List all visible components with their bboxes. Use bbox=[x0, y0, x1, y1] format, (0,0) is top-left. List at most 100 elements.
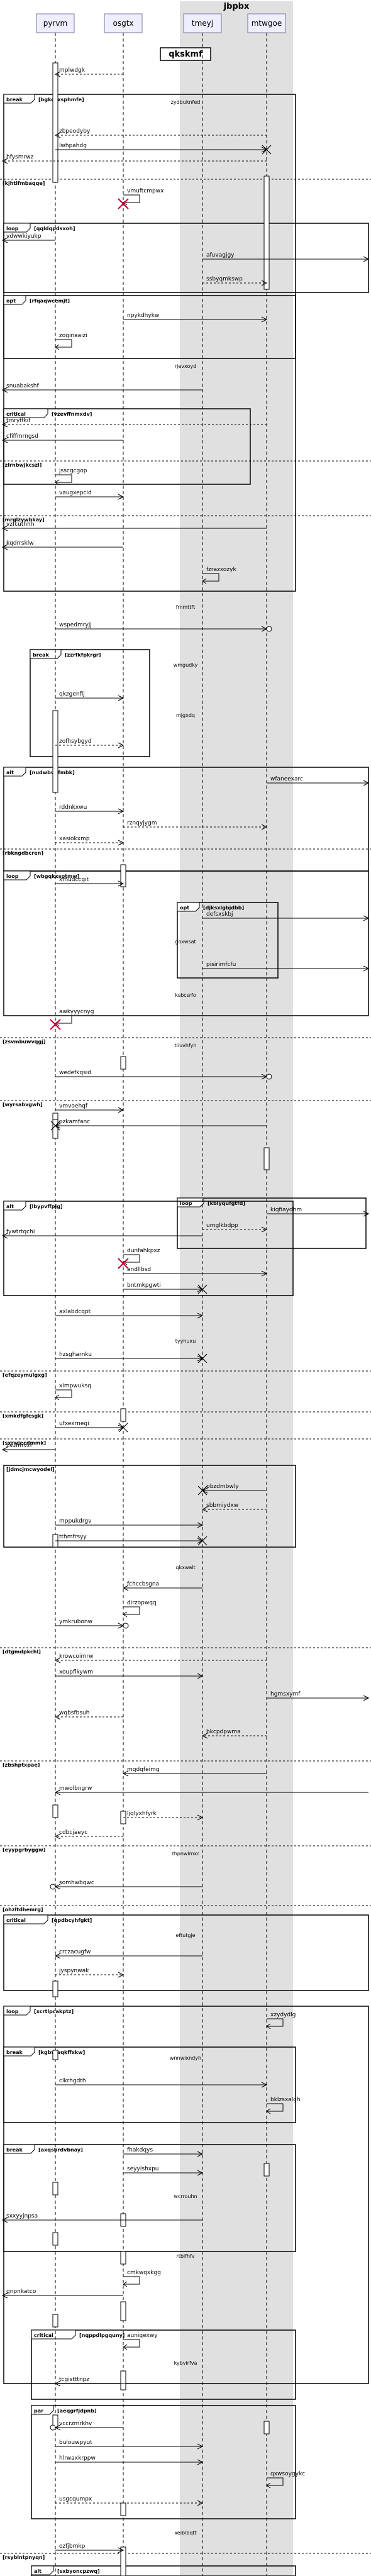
message-3: lwhpahdg bbox=[55, 143, 272, 155]
participant-label-mtwgoe: mtwgoe bbox=[252, 19, 282, 28]
arrowhead bbox=[123, 2281, 128, 2287]
message-label: andllbsd bbox=[127, 1267, 151, 1273]
message-65: mqdqfeimg bbox=[122, 1767, 267, 1777]
arrowhead bbox=[1, 1446, 8, 1453]
arrowhead bbox=[261, 316, 268, 323]
activation-bar-25 bbox=[263, 2421, 270, 2434]
fragment-guard: [kjhtifmbaqqe] bbox=[3, 180, 45, 186]
message-label: mwolbngrw bbox=[59, 1785, 92, 1792]
fragment-5: [zlrnbwjkcszl] bbox=[0, 460, 371, 468]
message-44: andllbsd bbox=[123, 1267, 268, 1277]
message-93: xeiblbqtt bbox=[174, 2530, 196, 2536]
message-4: hfysmrwz bbox=[1, 154, 267, 164]
message-label: goxwsat bbox=[175, 939, 196, 945]
activation-bar-19 bbox=[120, 2370, 126, 2390]
fragment-27: break[axqsbrdvbnay] bbox=[3, 2144, 296, 2252]
message-42: fywtrtqchi bbox=[1, 1229, 202, 1239]
message-label: hgmsxymf bbox=[270, 1691, 301, 1697]
message-9: npykdhykw bbox=[123, 313, 268, 323]
message-label: fywtrtqchi bbox=[6, 1229, 35, 1235]
message-82: rtbifhfv bbox=[176, 2253, 194, 2259]
message-label: dunfahkpxz bbox=[127, 1248, 160, 1254]
destroy-x-icon bbox=[118, 198, 129, 209]
message-15: jsscgcgop bbox=[55, 468, 87, 486]
message-54: mppukdrgv bbox=[55, 1518, 204, 1528]
arrowhead bbox=[1, 544, 8, 550]
arrowhead bbox=[363, 915, 370, 921]
message-34: ksbcsrfo bbox=[175, 992, 196, 998]
message-74: xzydydlg bbox=[266, 2012, 296, 2029]
fragment-guard: [lbypvffpjg] bbox=[30, 1204, 63, 1209]
message-32: goxwsat bbox=[175, 939, 196, 945]
message-label: ximpwuksq bbox=[59, 1383, 91, 1389]
arrowhead bbox=[118, 695, 125, 701]
arrowhead bbox=[1, 237, 8, 243]
fragment-30: [rsyblntpnyqn] bbox=[0, 2553, 371, 2560]
message-label: ljqlyxhfyrk bbox=[127, 1811, 157, 1817]
activation-bar-24 bbox=[263, 2163, 270, 2177]
message-56: qkxwalt bbox=[175, 1565, 195, 1570]
fragment-guard: [eyypgrbyggw] bbox=[3, 1847, 45, 1853]
fragment-11: opt[djksxlgbjdbb] bbox=[177, 902, 279, 979]
message-label: xmudccgit bbox=[59, 877, 89, 883]
arrowhead bbox=[197, 2443, 204, 2450]
message-label: sxxyyjnpsa bbox=[6, 2213, 38, 2219]
self-message-line bbox=[55, 1389, 72, 1398]
message-label: kiqfiaydhm bbox=[270, 1207, 302, 1213]
message-38: vmvoehqf bbox=[55, 1103, 125, 1113]
message-14: cfiffmrngsd bbox=[1, 433, 123, 443]
arrowhead bbox=[266, 2482, 271, 2489]
fragment-frame bbox=[30, 649, 150, 757]
self-message-line bbox=[267, 2477, 284, 2486]
fragment-13: [wyrsabvgwh] bbox=[0, 1100, 371, 1108]
message-label: tmryffkif bbox=[6, 418, 31, 424]
fragment-kind: alt bbox=[6, 770, 14, 775]
fragment-kind-tab bbox=[3, 870, 31, 880]
fragment-kind-tab bbox=[3, 2006, 31, 2016]
message-label: zydbuknfed bbox=[171, 99, 201, 105]
fragment-frame bbox=[3, 295, 296, 359]
activation-bar-22 bbox=[263, 175, 270, 290]
message-71: eftutgje bbox=[175, 1933, 195, 1938]
message-label: somhwbqwc bbox=[59, 1880, 94, 1886]
message-17: vzfcuthhh bbox=[1, 521, 267, 531]
message-label: xzydydlg bbox=[270, 2012, 296, 2018]
fragment-guard: [wyrsabvgwh] bbox=[3, 1102, 43, 1108]
message-70: somhwbqwc bbox=[50, 1880, 202, 1890]
arrowhead bbox=[118, 880, 125, 887]
fragment-kind: loop bbox=[180, 1201, 192, 1206]
message-label: pbzdmbwly bbox=[206, 1484, 239, 1490]
fragment-kind-tab bbox=[177, 902, 200, 912]
message-53: sbbmiydxw bbox=[201, 1502, 267, 1513]
arrowhead bbox=[1, 2217, 8, 2223]
fragment-kind-tab bbox=[31, 2329, 76, 2340]
message-68: cdbcjaeyc bbox=[54, 1829, 123, 1840]
message-label: cfiffmrngsd bbox=[6, 433, 38, 440]
message-83: cmkwqxkgg bbox=[123, 2270, 161, 2287]
message-28: rznqyjygm bbox=[123, 820, 268, 830]
fragment-22: [eyypgrbyggw] bbox=[0, 1845, 371, 1853]
fragment-kind-tab bbox=[3, 408, 48, 418]
arrowhead bbox=[54, 132, 61, 138]
message-27: rddnkxwu bbox=[55, 804, 125, 814]
fragment-guard: [zsvmbuwvqgj] bbox=[3, 1039, 46, 1045]
fragment-frame bbox=[31, 2329, 296, 2400]
fragment-guard: [zbshptxpae] bbox=[3, 1762, 40, 1768]
message-2: zbpeodyby bbox=[54, 128, 267, 138]
fragment-3: opt[rfqaqwcemjt] bbox=[3, 295, 296, 359]
fragment-kind-tab bbox=[31, 2405, 54, 2415]
message-label: hzsgharnku bbox=[59, 1352, 92, 1358]
message-label: vzfcuthhh bbox=[6, 521, 35, 528]
activation-bar-17 bbox=[120, 2251, 126, 2265]
message-label: tyyhuxu bbox=[175, 1338, 196, 1344]
message-16: vaugxepcid bbox=[55, 490, 125, 500]
participant-label-tmeyj: tmeyj bbox=[192, 19, 213, 28]
message-label: tiiuvhfyh bbox=[175, 1043, 197, 1048]
message-49: ximpwuksq bbox=[55, 1383, 91, 1401]
message-label: umglkbdpp bbox=[206, 1223, 238, 1229]
fragment-frame bbox=[3, 2046, 296, 2123]
message-label: zbpeodyby bbox=[59, 128, 91, 135]
fragment-guard: [aeqgrfjdpnb] bbox=[57, 2408, 97, 2414]
participant-box-tmeyj bbox=[183, 13, 222, 33]
